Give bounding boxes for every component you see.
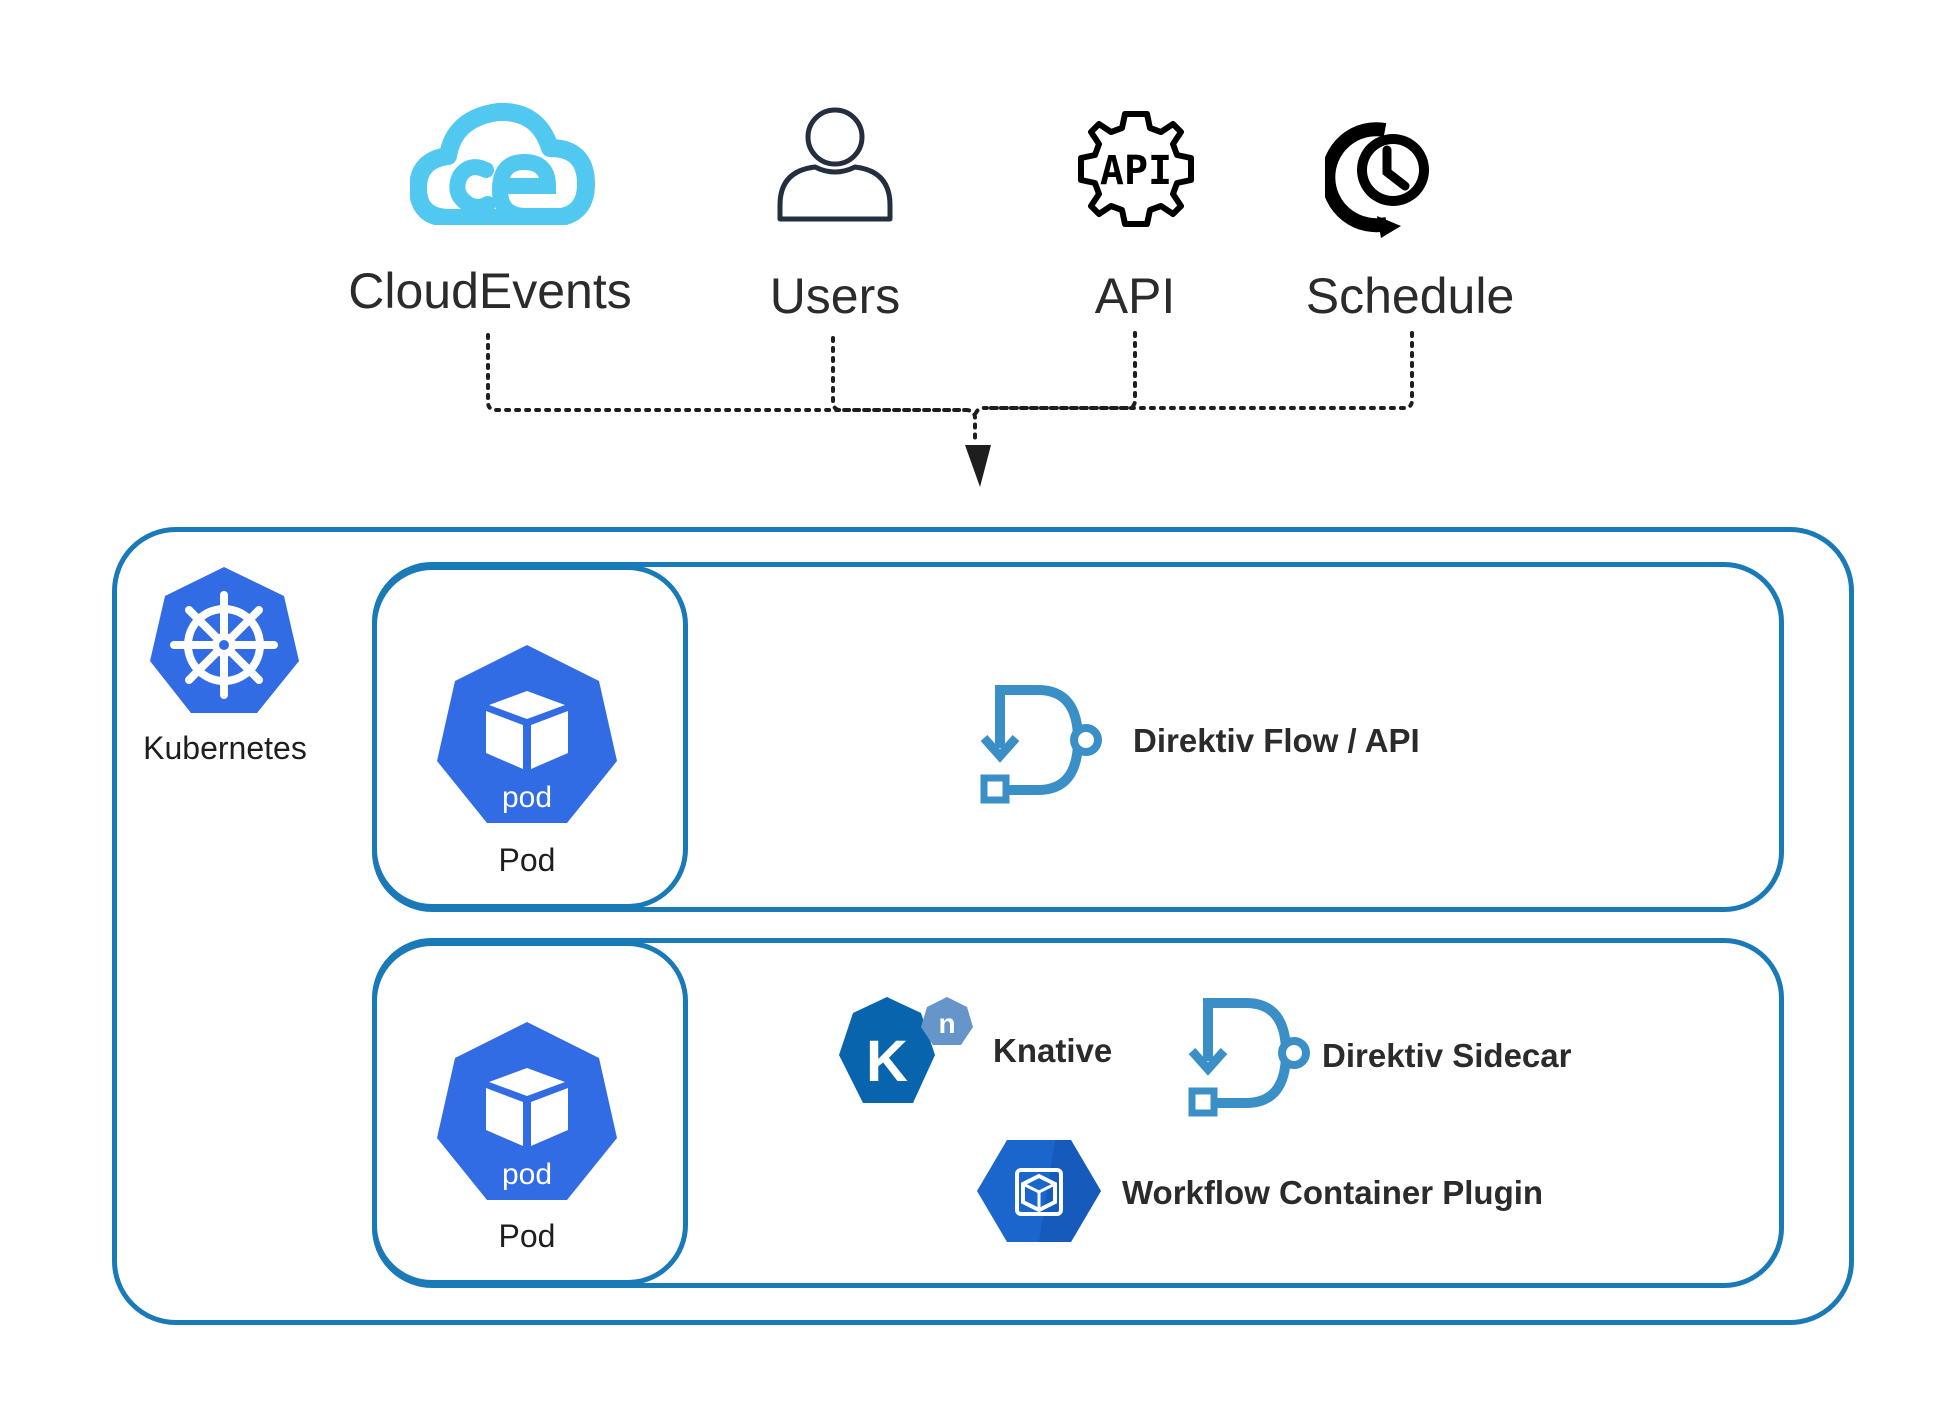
container-plugin-icon	[975, 1138, 1103, 1244]
pod-icon: pod	[437, 1022, 617, 1202]
user-icon	[775, 105, 895, 223]
pod-label: Pod	[498, 842, 556, 878]
direktiv-icon	[970, 682, 1105, 807]
knative-icon: K n	[835, 995, 977, 1107]
svg-text:n: n	[938, 1008, 955, 1039]
direktiv-icon	[1178, 995, 1313, 1120]
direktiv-sidecar-label: Direktiv Sidecar	[1322, 1037, 1572, 1074]
source-label-schedule: Schedule	[1305, 268, 1515, 324]
cloudevents-icon	[410, 100, 595, 225]
pod-icon: pod	[437, 645, 617, 825]
event-flow-connectors	[486, 331, 1414, 487]
kubernetes-cluster-frame	[112, 527, 1854, 1325]
source-label-api: API	[1094, 268, 1176, 324]
pod-label: Pod	[498, 1218, 556, 1254]
svg-text:pod: pod	[502, 1158, 552, 1191]
svg-text:K: K	[866, 1029, 908, 1094]
svg-text:API: API	[1100, 148, 1172, 194]
svg-text:pod: pod	[502, 781, 552, 814]
source-label-users: Users	[769, 268, 901, 324]
knative-label: Knative	[993, 1032, 1113, 1069]
arrow-head	[965, 445, 991, 487]
source-label-cloudevents: CloudEvents	[348, 263, 632, 319]
direktiv-flow-label: Direktiv Flow / API	[1133, 722, 1420, 759]
kubernetes-label: Kubernetes	[143, 730, 307, 766]
api-gear-icon: API	[1075, 108, 1197, 230]
kubernetes-helm-icon	[147, 565, 302, 717]
workflow-container-plugin-label: Workflow Container Plugin	[1122, 1174, 1544, 1211]
schedule-clock-icon	[1325, 120, 1440, 240]
